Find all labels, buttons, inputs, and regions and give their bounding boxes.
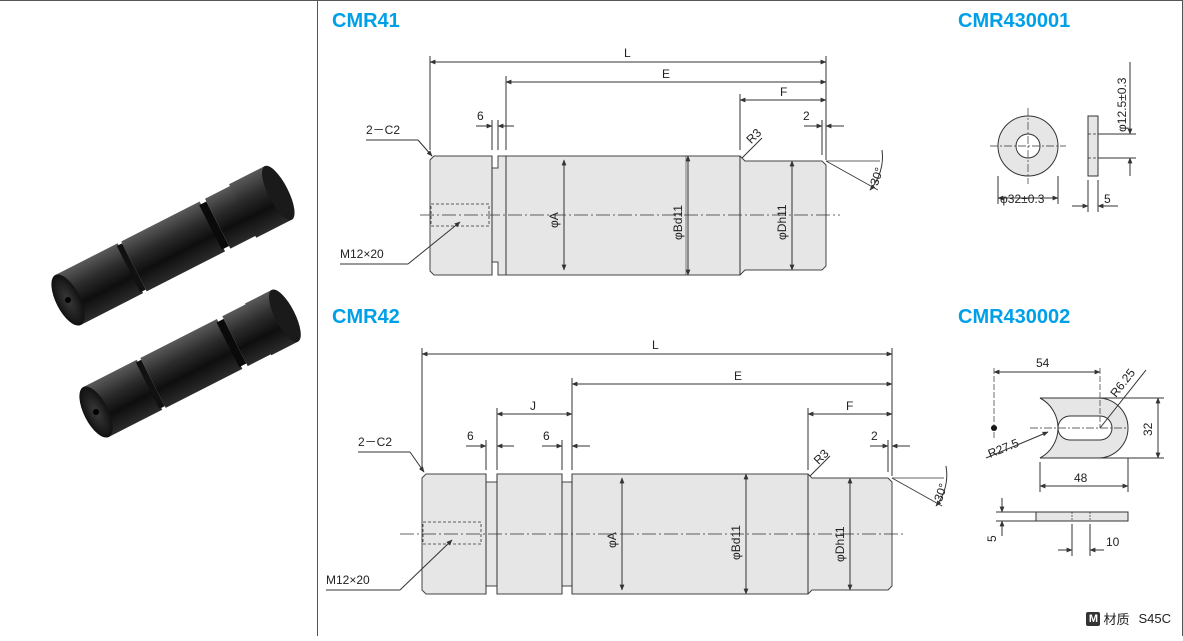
drawing-cmr430002	[985, 368, 1164, 556]
cmr430002-dim-48: 48	[1074, 471, 1088, 485]
cmr41-dia-d: φDh11	[775, 204, 789, 240]
title-cmr430001: CMR430001	[958, 10, 1071, 32]
cmr41-dia-b: φBd11	[671, 205, 685, 240]
cmr42-dim-E: E	[734, 369, 742, 383]
material-value: S45C	[1138, 611, 1171, 626]
cmr42-dim-end: 2	[871, 429, 878, 443]
material-icon: M	[1086, 611, 1101, 626]
cmr42-thread: M12×20	[326, 573, 370, 587]
cmr42-dim-groove2: 6	[543, 429, 550, 443]
cmr42-dim-L: L	[652, 338, 659, 352]
cmr430002-dim-32: 32	[1141, 422, 1155, 436]
cmr430002-r275: R27.5	[986, 436, 1021, 461]
drawing-cmr41	[340, 56, 883, 276]
cmr42-dim-groove1: 6	[467, 429, 474, 443]
shaft-photo-upper	[51, 165, 295, 326]
cmr41-dim-groove: 6	[477, 109, 484, 123]
cmr42-radius: R3	[811, 446, 832, 467]
product-photo-panel	[0, 0, 318, 636]
drawing-cmr42	[326, 348, 948, 595]
cmr430002-dim-54: 54	[1036, 356, 1050, 370]
cmr42-dim-J: J	[530, 399, 536, 413]
cmr41-thread: M12×20	[340, 247, 384, 261]
cmr41-angle: 30°	[867, 165, 886, 187]
title-cmr430002: CMR430002	[958, 306, 1071, 328]
cmr430002-dim-10: 10	[1106, 535, 1120, 549]
cmr42-angle: 30°	[931, 481, 950, 503]
cmr41-shaft-body	[429, 155, 827, 276]
title-cmr42: CMR42	[332, 306, 400, 328]
cmr430002-dim-5: 5	[985, 535, 999, 542]
drawing-cmr430001	[990, 62, 1136, 212]
cmr41-dia-a: φA	[547, 212, 561, 228]
cmr42-chamfer: 2－C2	[358, 435, 392, 449]
cmr42-dia-a: φA	[605, 532, 619, 548]
cmr41-radius: R3	[744, 126, 765, 147]
product-photo	[51, 165, 301, 438]
cmr41-chamfer: 2－C2	[366, 123, 400, 137]
cmr430001-outer-dia: φ32±0.3	[1000, 192, 1045, 206]
cmr41-dim-F: F	[780, 85, 787, 99]
shaft-photo-lower	[79, 289, 301, 438]
cmr430001-inner-dia: φ12.5±0.3	[1115, 77, 1129, 132]
cmr41-dim-L: L	[624, 46, 631, 60]
material-note: M 材质 S45C	[1086, 609, 1171, 628]
cmr430001-labels: φ32±0.3 φ12.5±0.3 5	[1000, 77, 1129, 206]
cmr42-dia-b: φBd11	[729, 525, 743, 560]
cmr430001-thickness: 5	[1104, 192, 1111, 206]
cmr42-dia-d: φDh11	[833, 526, 847, 562]
cmr41-dim-end: 2	[803, 109, 810, 123]
material-label: 材质	[1103, 612, 1130, 627]
cmr41-dim-E: E	[662, 67, 670, 81]
title-cmr41: CMR41	[332, 10, 400, 32]
top-border	[0, 0, 1183, 1]
cmr430002-r625: R6.25	[1107, 366, 1138, 400]
cmr42-dim-F: F	[846, 399, 853, 413]
